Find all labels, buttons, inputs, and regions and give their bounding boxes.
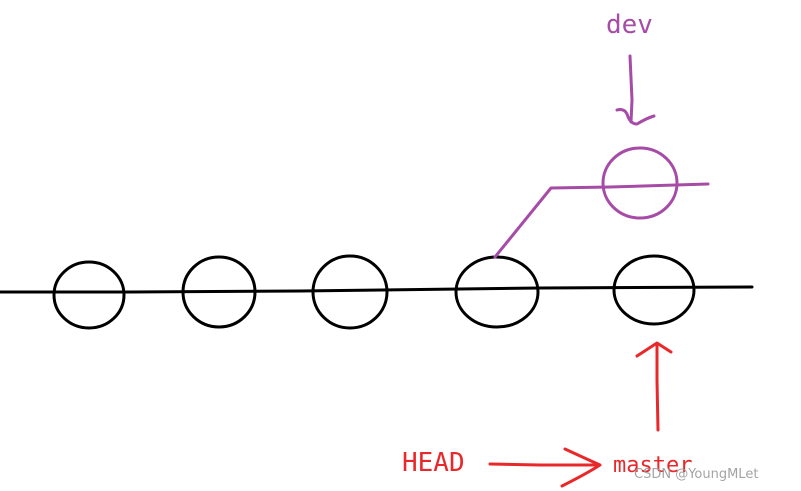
head-to-master-arrow bbox=[488, 447, 602, 488]
watermark: CSDN @YoungMLet bbox=[634, 467, 759, 482]
master-pointer-arrow bbox=[635, 341, 673, 432]
head-label: HEAD bbox=[402, 448, 465, 478]
dev-pointer-arrow bbox=[615, 54, 656, 126]
main-commit-1 bbox=[52, 260, 126, 330]
main-commit-3 bbox=[311, 254, 389, 330]
main-commit-2 bbox=[181, 255, 257, 329]
master-branch-label: master bbox=[613, 453, 693, 478]
main-commit-5 bbox=[612, 254, 696, 326]
dev-branch-label: dev bbox=[606, 10, 653, 40]
dev-commit bbox=[601, 146, 679, 220]
dev-branch-line bbox=[493, 182, 710, 259]
main-commit-4 bbox=[454, 255, 540, 329]
main-branch-line bbox=[0, 285, 754, 294]
